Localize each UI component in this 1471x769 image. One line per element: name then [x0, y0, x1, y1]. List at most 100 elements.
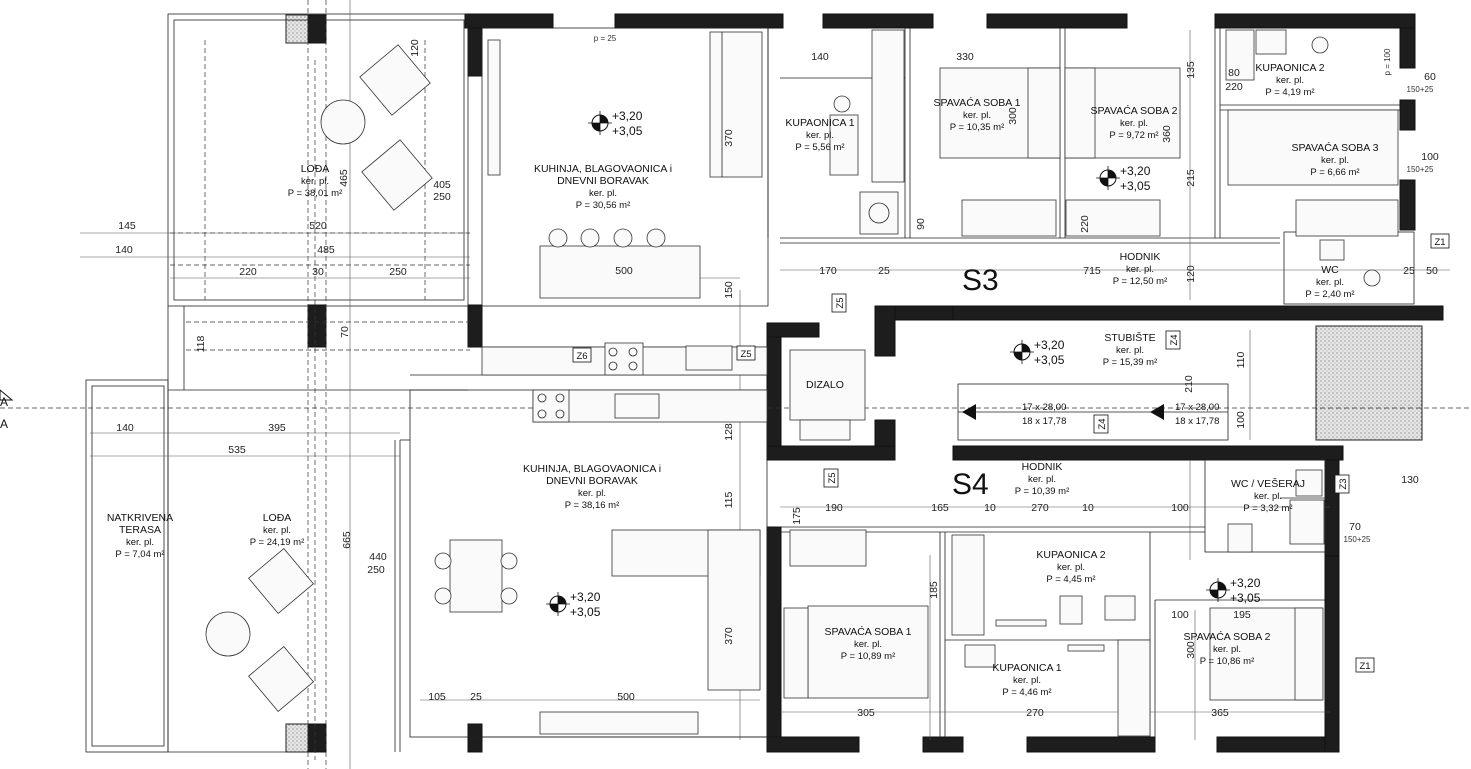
dimension-label: 330 — [956, 51, 974, 63]
dimension-label: 150+25 — [1407, 165, 1434, 174]
dimension-label: 665 — [341, 531, 353, 549]
dimension-label: 535 — [228, 444, 246, 456]
stair-arrow-left — [962, 404, 976, 420]
dimension-label: 365 — [1211, 707, 1229, 719]
dimension-label: 135 — [1185, 61, 1197, 79]
dimension-label: 250 — [367, 564, 385, 576]
dimension-label: 25 — [878, 265, 890, 277]
stair-arrow-right — [1150, 404, 1164, 420]
tag-badge: Z5 — [823, 468, 839, 488]
elevator-label: DIZALO — [806, 379, 844, 391]
level-bottom: +3,05 — [1120, 179, 1151, 193]
level-bottom: +3,05 — [612, 124, 643, 138]
dimension-label: 60 — [1424, 71, 1436, 83]
dimension-label: 50 — [1426, 265, 1438, 277]
dimension-label: 100 — [1235, 411, 1247, 429]
dimension-label: p = 100 — [1383, 48, 1392, 75]
svg-text:Z1: Z1 — [1359, 661, 1370, 672]
level-top: +3,20 — [612, 109, 643, 123]
dimension-label: 120 — [1185, 265, 1197, 283]
stair-void — [1315, 325, 1423, 441]
dimension-label: 175 — [791, 507, 803, 525]
dimension-label: 250 — [433, 191, 451, 203]
section-mark-bottom: A — [0, 417, 8, 431]
dimension-label: 128 — [723, 423, 735, 441]
stair-spec: 17 x 28,00 — [1022, 402, 1066, 413]
dimension-label: 140 — [811, 51, 829, 63]
dimension-label: 370 — [723, 129, 735, 147]
dimension-label: 10 — [984, 502, 996, 514]
dimension-label: 500 — [617, 691, 635, 703]
dimension-label: 140 — [116, 422, 134, 434]
dimension-label: 220 — [239, 266, 257, 278]
dimension-label: 25 — [1403, 265, 1415, 277]
section-mark-top: A — [0, 395, 8, 409]
svg-text:Z1: Z1 — [1434, 237, 1445, 248]
level-mark: +3,20+3,05 — [588, 109, 643, 138]
dimension-label: 190 — [825, 502, 843, 514]
dimension-label: 145 — [118, 220, 136, 232]
dimension-label: 215 — [1185, 169, 1197, 187]
dimension-label: 300 — [1185, 641, 1197, 659]
level-bottom: +3,05 — [1034, 353, 1065, 367]
apartment-label: S3 — [962, 264, 999, 297]
dimension-label: 120 — [409, 39, 421, 57]
tag-badge: Z3 — [1334, 474, 1350, 494]
dimension-label: 465 — [338, 169, 350, 187]
dimension-label: 70 — [1349, 521, 1361, 533]
dimension-label: 90 — [915, 218, 927, 230]
dimension-label: 220 — [1079, 215, 1091, 233]
dimension-label: 140 — [115, 244, 133, 256]
section-mark: A A — [0, 389, 14, 431]
stair-spec: 17 x 28,00 — [1175, 402, 1219, 413]
level-top: +3,20 — [1034, 338, 1065, 352]
svg-text:Z5: Z5 — [827, 472, 838, 483]
tag-badge: Z1 — [1355, 657, 1375, 673]
apartment-label: S4 — [952, 468, 989, 501]
stair-treads — [957, 383, 1229, 441]
dimension-label: 715 — [1083, 265, 1101, 277]
level-mark: +3,20+3,05 — [546, 590, 601, 619]
dimension-label: p = 25 — [594, 34, 617, 43]
stair-spec: 18 x 17,78 — [1175, 416, 1219, 427]
svg-text:Z4: Z4 — [1169, 334, 1180, 345]
thin-walls — [85, 13, 1415, 753]
dimension-label: 100 — [1171, 502, 1189, 514]
dimension-label: 210 — [1183, 375, 1195, 393]
dimension-label: 185 — [928, 581, 940, 599]
dimension-label: 520 — [309, 220, 327, 232]
level-mark: +3,20+3,05 — [1010, 338, 1065, 367]
dimension-label: 115 — [723, 491, 735, 508]
dimension-label: 500 — [615, 265, 633, 277]
level-marks: +3,20+3,05+3,20+3,05+3,20+3,05+3,20+3,05… — [546, 109, 1261, 619]
tag-badge: Z4 — [1093, 414, 1109, 434]
dimension-label: 100 — [1421, 151, 1439, 163]
dimension-label: 270 — [1026, 707, 1044, 719]
walls — [307, 13, 1444, 753]
level-top: +3,20 — [1120, 164, 1151, 178]
level-bottom: +3,05 — [570, 605, 601, 619]
dimension-label: 440 — [369, 551, 387, 563]
svg-text:Z3: Z3 — [1338, 478, 1349, 489]
stair-spec: 18 x 17,78 — [1022, 416, 1066, 427]
dimension-label: 405 — [433, 179, 451, 191]
dimension-label: 220 — [1225, 81, 1243, 93]
tag-badge: Z4 — [1165, 330, 1181, 350]
tag-badge: Z5 — [831, 293, 847, 313]
dimension-label: 150 — [723, 281, 735, 299]
level-top: +3,20 — [570, 590, 601, 604]
